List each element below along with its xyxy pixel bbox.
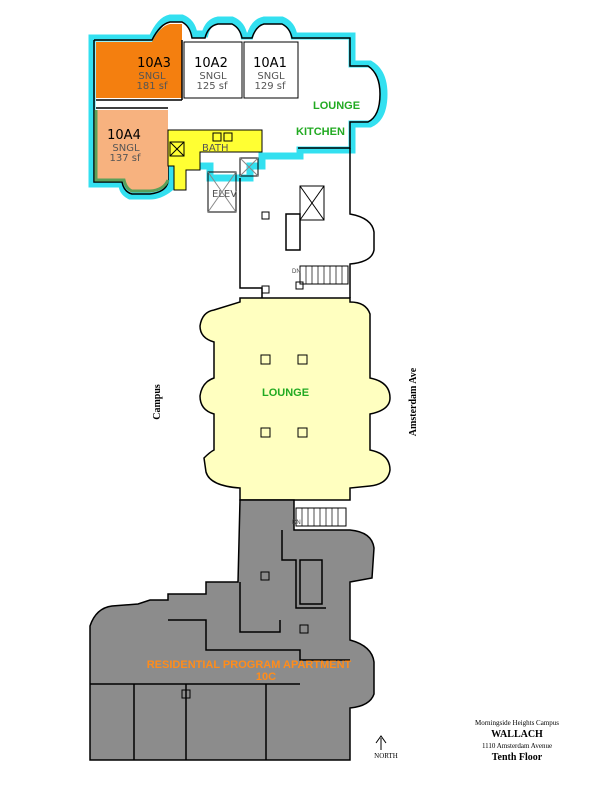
campus-street-label: Campus (152, 384, 163, 420)
room-10A1-type: SNGL (257, 71, 285, 82)
title-building: WALLACH (491, 729, 543, 740)
room-10A1[interactable] (243, 41, 299, 99)
room-10A2-area: 125 sf (197, 81, 228, 92)
stair-down-label: DN (292, 269, 301, 275)
room-10A4-area: 137 sf (110, 153, 141, 164)
bath-label: BATH (202, 143, 229, 154)
room-10A4-number: 10A4 (107, 128, 141, 143)
north-label: NORTH (374, 752, 398, 760)
kitchen-label: KITCHEN (296, 126, 345, 138)
elevator (207, 171, 237, 213)
stair-down-label-2: DN (292, 520, 301, 526)
room-10A2-type: SNGL (199, 71, 227, 82)
room-10A3-number: 10A3 (137, 56, 171, 71)
elevator-label: ELEV (212, 189, 237, 200)
room-10A1-number: 10A1 (253, 56, 287, 71)
title-floor: Tenth Floor (492, 752, 543, 763)
bath-area (167, 129, 263, 191)
room-10A3[interactable] (96, 24, 182, 98)
room-10A1-area: 129 sf (255, 81, 286, 92)
lounge-main[interactable] (199, 297, 391, 501)
room-10A3-type: SNGL (138, 71, 166, 82)
lounge-main-label: LOUNGE (262, 387, 309, 399)
apartment-label: RESIDENTIAL PROGRAM APARTMENT (147, 659, 352, 671)
room-10A3-area: 181 sf (137, 81, 168, 92)
lounge-top-label: LOUNGE (313, 100, 360, 112)
room-10A2[interactable] (183, 41, 243, 99)
suite-highlight-outline (88, 14, 388, 200)
room-10A2-number: 10A2 (194, 56, 228, 71)
apartment-number: 10C (256, 671, 276, 683)
room-10A4[interactable] (96, 110, 168, 191)
apartment-10C[interactable] (89, 499, 375, 761)
title-campus: Morningside Heights Campus (475, 719, 559, 727)
title-address: 1110 Amsterdam Avenue (482, 742, 552, 750)
north-arrow-icon (375, 735, 387, 750)
room-10A4-type: SNGL (112, 143, 140, 154)
amsterdam-street-label: Amsterdam Ave (408, 367, 419, 436)
